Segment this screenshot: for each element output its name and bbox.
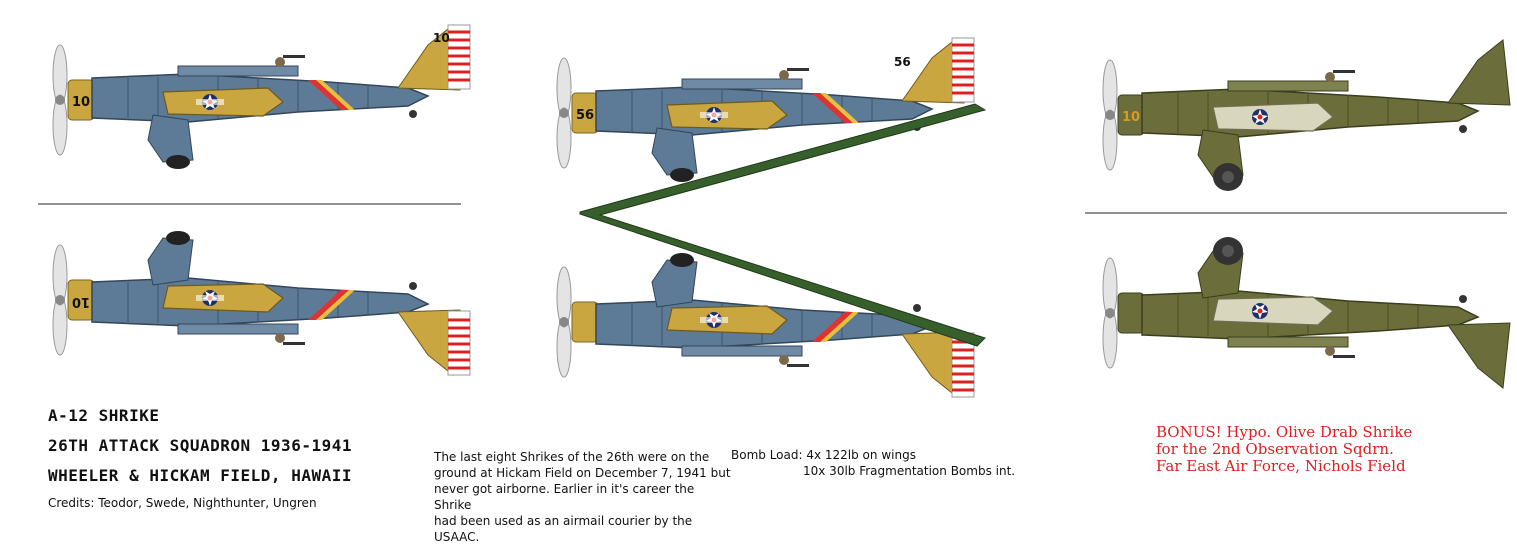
aircraft-olive-10-left-side: 10 (1102, 39, 1511, 192)
bonus-caption: BONUS! Hypo. Olive Drab Shrike for the 2… (1156, 424, 1412, 475)
history-line: had been used as an airmail courier by t… (434, 514, 693, 544)
aircraft-blue-10-right-side: 10 (51, 229, 472, 377)
history-line: never got airborne. Earlier in it's care… (434, 482, 695, 512)
svg-text:10: 10 (433, 31, 450, 45)
history-line: ground at Hickam Field on December 7, 19… (434, 466, 731, 480)
bonus-line: Far East Air Force, Nichols Field (1156, 457, 1406, 475)
bomb-load-line-1: Bomb Load: 4x 122lb on wings (731, 448, 916, 462)
svg-text:10: 10 (72, 294, 90, 309)
bonus-line: BONUS! Hypo. Olive Drab Shrike (1156, 423, 1413, 441)
title-squadron: 26TH ATTACK SQUADRON 1936-1941 (48, 436, 352, 455)
history-line: The last eight Shrikes of the 26th were … (434, 450, 710, 464)
aircraft-blue-56-left-side: 56 56 (555, 36, 976, 184)
svg-text:10: 10 (72, 95, 90, 110)
svg-text:56: 56 (894, 55, 911, 69)
title-location: WHEELER & HICKAM FIELD, HAWAII (48, 466, 352, 485)
bomb-load-text: Bomb Load: 4x 122lb on wings 10x 30lb Fr… (731, 447, 1015, 479)
artwork-canvas: 10 10 10 56 56 10 (38, 23, 1511, 399)
svg-text:56: 56 (576, 108, 594, 123)
aircraft-blue-10-left-side: 10 10 (51, 23, 472, 171)
aircraft-olive-10-right-side (1102, 236, 1511, 389)
bomb-load-line-2: 10x 30lb Fragmentation Bombs int. (803, 464, 1016, 478)
title-aircraft: A-12 SHRIKE (48, 406, 160, 425)
svg-text:10: 10 (1122, 110, 1140, 125)
bonus-line: for the 2nd Observation Sqdrn. (1156, 440, 1394, 458)
olive-wing-planform (579, 103, 987, 347)
credits-text: Credits: Teodor, Swede, Nighthunter, Ung… (48, 496, 317, 510)
history-text: The last eight Shrikes of the 26th were … (434, 449, 734, 545)
